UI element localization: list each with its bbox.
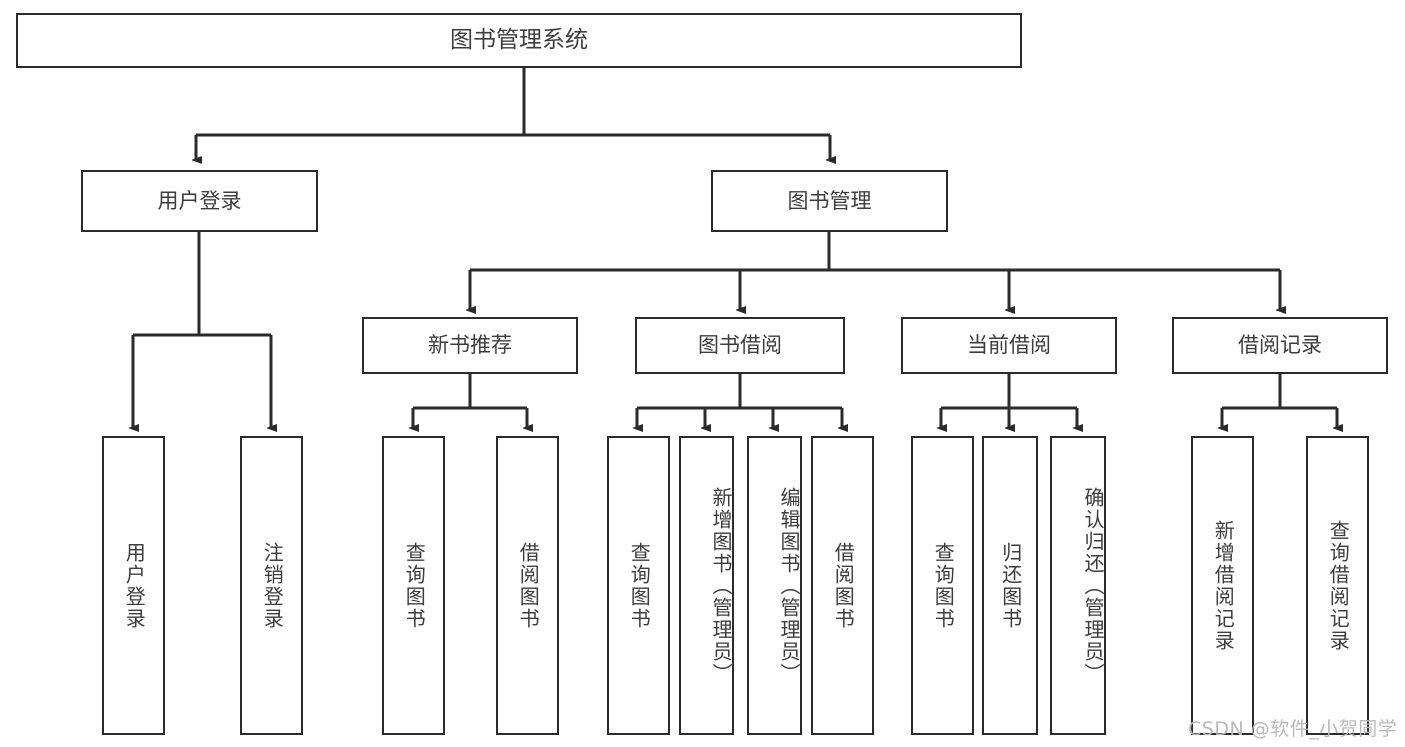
leaf-label: 编辑图书（管理员）	[777, 486, 801, 685]
leaf-label: 借阅图书	[516, 541, 541, 630]
leaf-label: 新增借阅记录	[1211, 519, 1236, 652]
node-book-borrow[interactable]: 图书借阅	[635, 317, 845, 374]
leaf-query-book-current[interactable]: 查询图书	[911, 436, 974, 735]
node-label: 当前借阅	[967, 333, 1051, 358]
watermark: CSDN @软件_小贺同学	[1188, 718, 1398, 740]
node-new-book-recommend[interactable]: 新书推荐	[362, 317, 578, 374]
node-user-login[interactable]: 用户登录	[81, 170, 318, 232]
leaf-borrow-book[interactable]: 借阅图书	[811, 436, 874, 735]
leaf-borrow-book-recommend[interactable]: 借阅图书	[496, 436, 559, 735]
node-label: 图书管理	[787, 188, 872, 213]
leaf-label: 用户登录	[122, 541, 147, 630]
node-label: 用户登录	[157, 188, 242, 213]
leaf-query-book-borrow[interactable]: 查询图书	[607, 436, 670, 735]
leaf-edit-book[interactable]: 编辑图书（管理员）	[747, 436, 802, 735]
leaf-label: 新增图书（管理员）	[709, 486, 733, 685]
node-borrow-record[interactable]: 借阅记录	[1172, 317, 1388, 374]
node-current-borrow[interactable]: 当前借阅	[901, 317, 1117, 374]
leaf-logout[interactable]: 注销登录	[240, 436, 303, 735]
leaf-label: 查询图书	[402, 541, 427, 630]
leaf-label: 归还图书	[998, 541, 1023, 630]
leaf-add-borrow-record[interactable]: 新增借阅记录	[1191, 436, 1254, 735]
leaf-label: 查询借阅记录	[1326, 519, 1351, 652]
leaf-return-book[interactable]: 归还图书	[982, 436, 1038, 735]
node-label: 图书借阅	[698, 333, 782, 358]
leaf-confirm-return[interactable]: 确认归还（管理员）	[1050, 436, 1106, 735]
node-book-management[interactable]: 图书管理	[711, 170, 948, 232]
leaf-label: 查询图书	[627, 541, 652, 630]
leaf-label: 借阅图书	[831, 541, 856, 630]
leaf-label: 注销登录	[260, 541, 285, 630]
node-label: 新书推荐	[428, 333, 512, 358]
leaf-label: 查询图书	[931, 541, 956, 630]
leaf-query-borrow-record[interactable]: 查询借阅记录	[1306, 436, 1369, 735]
node-label: 图书管理系统	[450, 26, 588, 53]
node-label: 借阅记录	[1238, 333, 1322, 358]
node-book-management-system[interactable]: 图书管理系统	[16, 13, 1022, 68]
leaf-user-login[interactable]: 用户登录	[102, 436, 165, 735]
leaf-label: 确认归还（管理员）	[1081, 486, 1105, 685]
leaf-query-book-recommend[interactable]: 查询图书	[382, 436, 445, 735]
leaf-add-book[interactable]: 新增图书（管理员）	[679, 436, 734, 735]
